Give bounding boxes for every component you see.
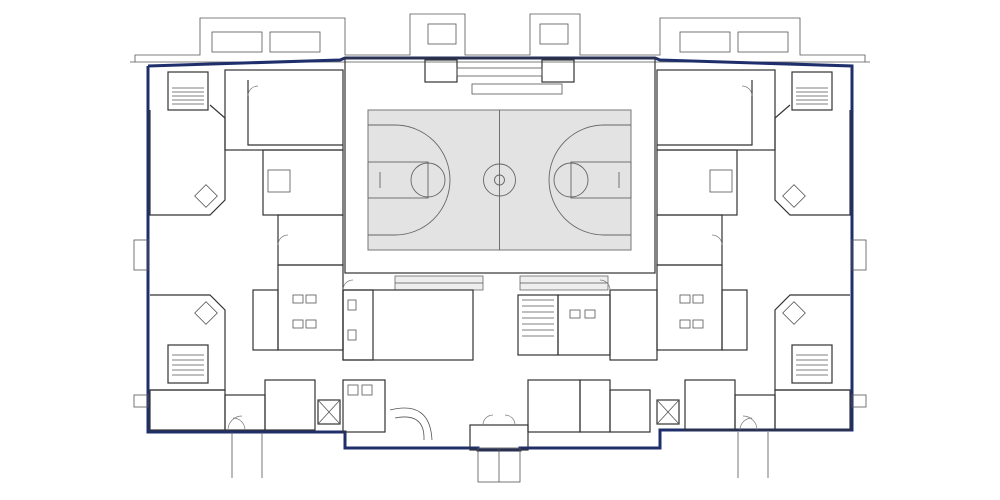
stair-left-top — [167, 71, 209, 111]
gymnasium — [344, 57, 656, 274]
right-wing — [609, 69, 851, 431]
stair-right-bottom — [791, 344, 833, 384]
stair-right-top — [791, 71, 833, 111]
elevator-left — [317, 399, 341, 425]
left-wing — [149, 69, 474, 441]
elevator-right — [656, 399, 680, 425]
stair-center — [522, 299, 554, 337]
bleachers — [394, 275, 609, 291]
center-core — [469, 294, 651, 483]
side-openings — [133, 239, 867, 478]
site-context — [130, 13, 870, 63]
stair-left-bottom — [167, 344, 209, 384]
doors — [227, 85, 758, 431]
